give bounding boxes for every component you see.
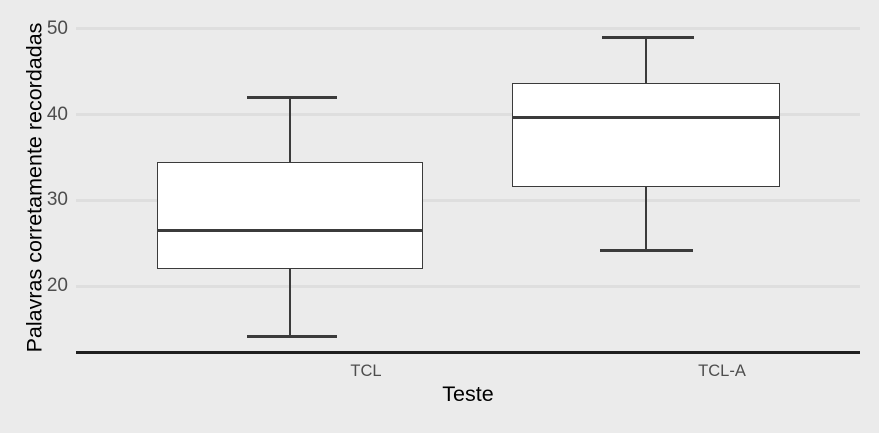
box-tcl (157, 162, 423, 269)
x-tick-label-tcl: TCL (350, 362, 382, 380)
x-axis-line (76, 351, 860, 354)
y-tick-label: 30 (46, 189, 68, 210)
whisker-line-lower-tcl (289, 268, 292, 338)
gridline-40 (76, 113, 860, 116)
whisker-cap-lower-tcl-a (600, 249, 693, 252)
y-tick-label: 40 (46, 104, 68, 125)
box-tcl-a (512, 83, 780, 187)
whisker-cap-lower-tcl (247, 335, 337, 338)
whisker-line-lower-tcl-a (645, 186, 648, 250)
plot-panel (76, 0, 860, 353)
median-line-tcl-a (512, 116, 780, 120)
gridline-20 (76, 285, 860, 288)
y-tick-label: 20 (46, 275, 68, 296)
whisker-line-upper-tcl-a (645, 36, 648, 84)
y-axis-tick-labels: 50 40 30 20 (18, 0, 68, 433)
whisker-cap-upper-tcl-a (602, 36, 694, 39)
median-line-tcl (157, 229, 423, 233)
gridline-50 (76, 27, 860, 30)
gridline-30 (76, 199, 860, 202)
x-axis-title: Teste (442, 382, 494, 406)
whisker-cap-upper-tcl (247, 96, 337, 99)
whisker-line-upper-tcl (289, 96, 292, 168)
y-tick-label: 50 (46, 18, 68, 39)
x-tick-label-tcl-a: TCL-A (698, 362, 746, 380)
